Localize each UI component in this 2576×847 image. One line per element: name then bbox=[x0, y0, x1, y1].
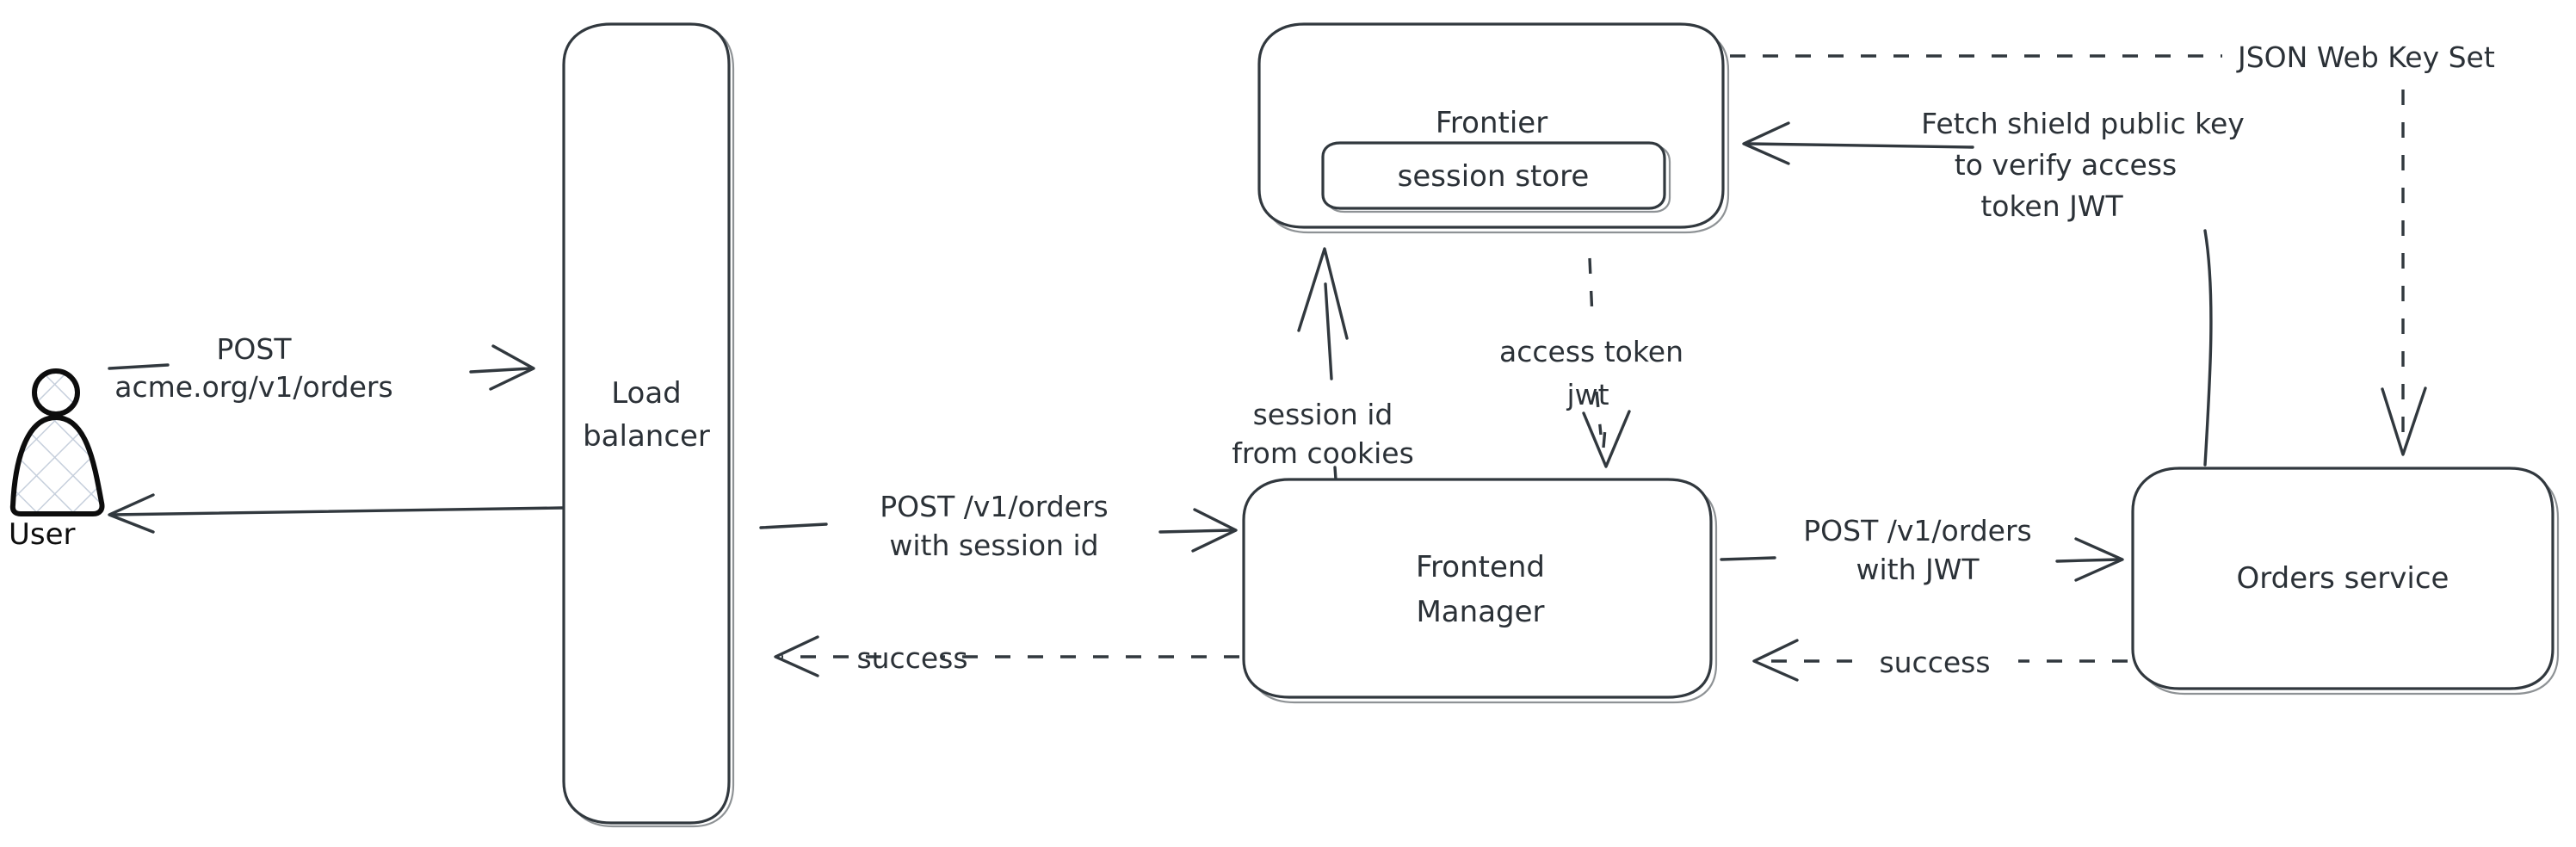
edge-load-balancer-to-user bbox=[108, 493, 564, 534]
node-session-store[interactable]: session store bbox=[1321, 141, 1671, 213]
edge-frontier-to-frontend-manager: access token jwt bbox=[1499, 257, 1683, 468]
edge-label-post-v1-orders-session: POST /v1/orders bbox=[880, 490, 1108, 523]
node-label-session-store: session store bbox=[1398, 159, 1590, 194]
edge-label-post-v1-orders-jwt: POST /v1/orders bbox=[1803, 514, 2031, 547]
edge-frontend-manager-to-orders-service: POST /v1/orders with JWT bbox=[1720, 514, 2124, 586]
edge-label-success-right: success bbox=[1879, 646, 1990, 679]
user-actor: User bbox=[9, 368, 105, 552]
node-frontier[interactable]: Frontier session store bbox=[1257, 22, 1730, 234]
edge-frontend-manager-to-frontier: session id from cookies bbox=[1232, 247, 1414, 553]
edge-frontier-to-orders-service-jwks: JSON Web Key Set bbox=[1730, 40, 2495, 456]
edge-user-to-load-balancer: POST acme.org/v1/orders bbox=[108, 332, 535, 404]
node-label-load-balancer-line2: balancer bbox=[583, 419, 710, 454]
edge-label-post-url: acme.org/v1/orders bbox=[114, 370, 392, 404]
edge-orders-service-to-frontier: Fetch shield public key to verify access… bbox=[1742, 107, 2245, 467]
edge-label-post: POST bbox=[217, 332, 293, 366]
edge-label-access-token: access token bbox=[1499, 335, 1683, 368]
edge-label-from-cookies: from cookies bbox=[1232, 436, 1414, 470]
person-icon bbox=[9, 368, 105, 516]
node-load-balancer[interactable]: Load balancer bbox=[562, 22, 735, 828]
edge-label-with-session-id: with session id bbox=[889, 529, 1098, 562]
edge-label-fetch-shield-key: Fetch shield public key bbox=[1921, 107, 2245, 140]
edge-label-token-jwt: token JWT bbox=[1980, 189, 2123, 223]
edge-label-success-left: success bbox=[856, 641, 967, 675]
edge-orders-service-to-frontend-manager: success bbox=[1752, 639, 2128, 682]
edge-label-session-id: session id bbox=[1253, 398, 1393, 431]
edge-load-balancer-to-frontend-manager: POST /v1/orders with session id bbox=[759, 490, 1238, 562]
edge-label-json-web-key-set: JSON Web Key Set bbox=[2236, 40, 2495, 74]
user-caption: User bbox=[9, 517, 76, 552]
edge-label-jwt: jwt bbox=[1566, 378, 1609, 411]
node-frontend-manager[interactable]: Frontend Manager bbox=[1242, 478, 1718, 704]
edge-frontend-manager-to-load-balancer: success bbox=[774, 635, 1239, 677]
node-label-frontend-manager-line2: Manager bbox=[1416, 595, 1544, 629]
node-label-load-balancer-line1: Load bbox=[611, 376, 682, 411]
node-label-frontend-manager-line1: Frontend bbox=[1416, 550, 1545, 584]
node-label-orders-service: Orders service bbox=[2237, 561, 2449, 596]
edge-label-verify-access: to verify access bbox=[1955, 148, 2177, 182]
edge-label-with-jwt: with JWT bbox=[1856, 553, 1980, 586]
node-orders-service[interactable]: Orders service bbox=[2131, 467, 2560, 696]
node-label-frontier: Frontier bbox=[1436, 106, 1547, 140]
